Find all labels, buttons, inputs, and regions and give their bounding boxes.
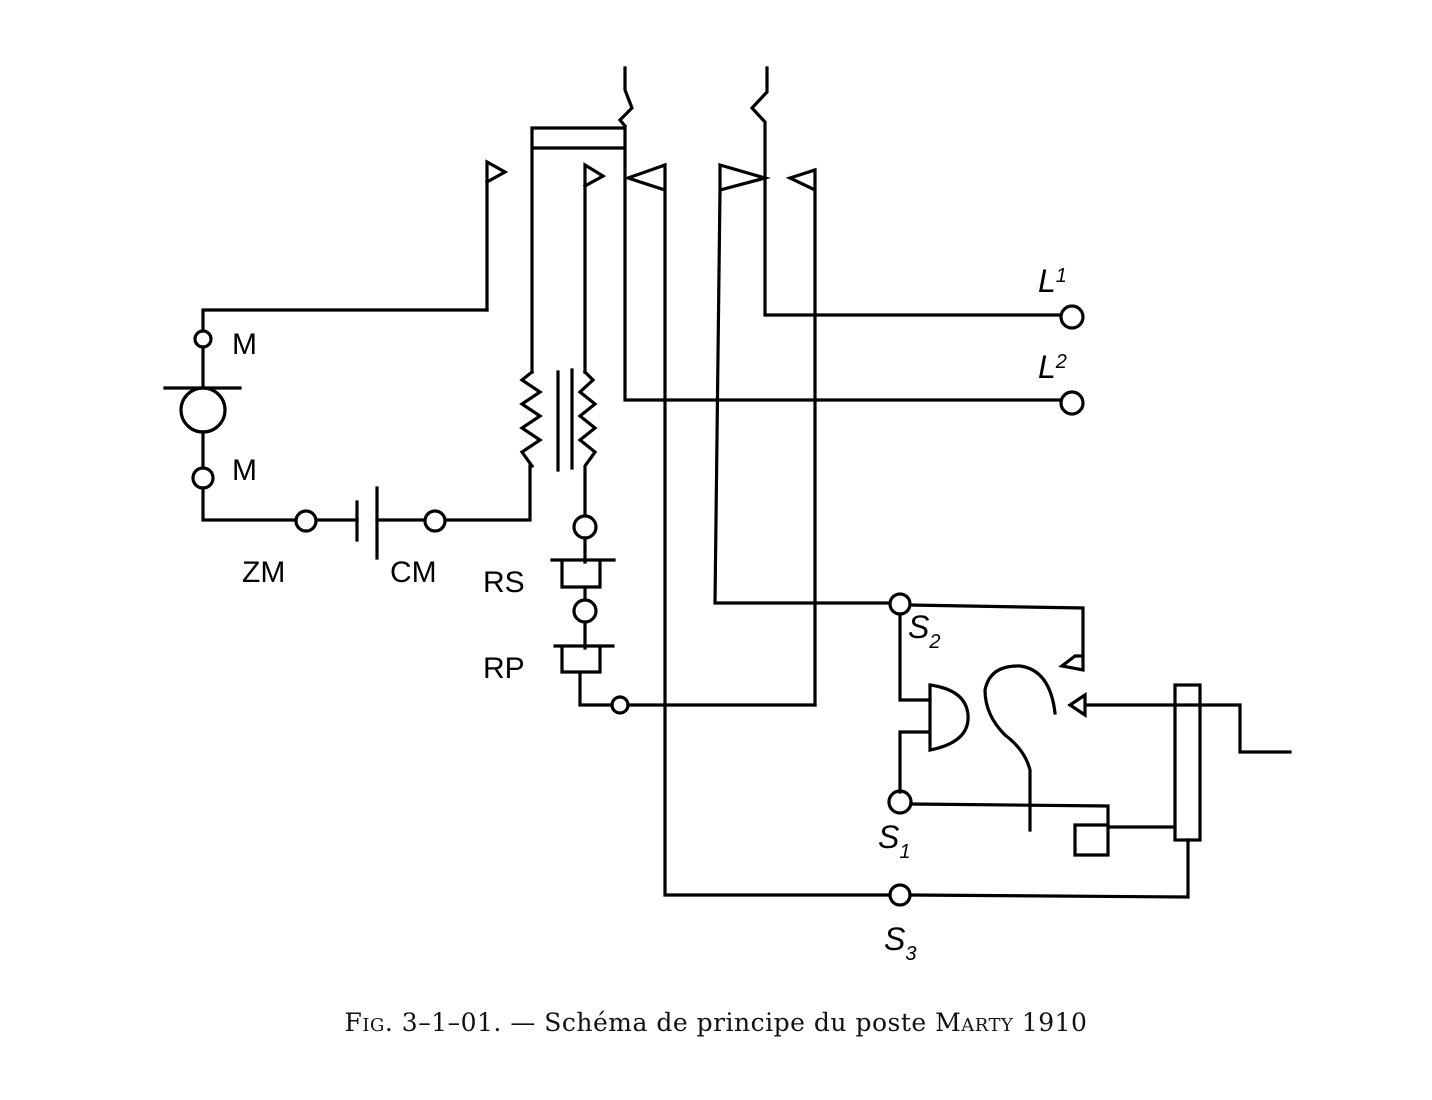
hook-bar xyxy=(530,126,1062,402)
label-m-bottom: M xyxy=(232,454,257,487)
hook-spring-right xyxy=(749,66,1062,317)
terminal-rs-top xyxy=(572,514,598,540)
terminal-s2 xyxy=(888,592,912,616)
terminal-m-bottom xyxy=(191,466,215,490)
relay-rs-icon xyxy=(550,536,616,602)
terminal-s1 xyxy=(887,789,913,815)
caption-year: 1910 xyxy=(1021,1008,1088,1037)
caption-fig-label: Fig. xyxy=(344,1008,394,1037)
terminal-l2 xyxy=(1059,390,1085,416)
label-m-top: M xyxy=(232,328,257,361)
contact-triangle-5 xyxy=(785,167,817,707)
mic-wire xyxy=(163,308,532,522)
s1-wire xyxy=(909,802,1177,857)
s3-wire xyxy=(908,838,1190,899)
label-rp: RP xyxy=(483,652,525,685)
caption-fig-number: 3–1–01. xyxy=(401,1008,502,1037)
generator-tube-icon xyxy=(1173,683,1202,842)
label-l1: L1 xyxy=(1038,263,1067,299)
label-rs: RS xyxy=(483,566,525,599)
contact-flag-1 xyxy=(484,159,509,312)
hook-spring-left xyxy=(617,66,634,129)
terminal-l1 xyxy=(1059,304,1085,330)
terminal-s3 xyxy=(888,883,912,907)
label-s2: S2 xyxy=(908,609,940,653)
induction-coil-secondary xyxy=(577,369,598,517)
receiver-icon xyxy=(898,683,970,794)
terminal-rp xyxy=(610,695,630,715)
label-l2: L2 xyxy=(1038,349,1067,385)
caption-name: Marty xyxy=(935,1008,1014,1037)
contact-flag-2 xyxy=(582,162,607,374)
microphone-icon xyxy=(179,386,227,434)
s2-wire xyxy=(898,603,1085,702)
caption-text: — Schéma de principe du poste xyxy=(510,1008,927,1037)
hook-contact-triangle xyxy=(1067,692,1292,754)
induction-coil-primary xyxy=(519,369,543,469)
induction-coil-core xyxy=(556,368,574,472)
label-s1: S1 xyxy=(878,819,910,863)
contact-triangle-3 xyxy=(623,162,892,897)
terminal-rs-bottom xyxy=(572,598,598,624)
hook-lever-icon xyxy=(983,664,1057,832)
label-s3: S3 xyxy=(884,921,916,965)
terminal-cm xyxy=(423,509,447,533)
figure-caption: Fig. 3–1–01. — Schéma de principe du pos… xyxy=(0,1008,1432,1037)
battery-icon xyxy=(355,486,379,560)
relay-rp-icon xyxy=(553,620,817,707)
contact-triangle-4 xyxy=(713,162,892,605)
label-zm: ZM xyxy=(242,556,285,589)
terminal-zm xyxy=(294,509,318,533)
label-cm: CM xyxy=(390,556,437,589)
terminal-m-top xyxy=(193,329,213,349)
